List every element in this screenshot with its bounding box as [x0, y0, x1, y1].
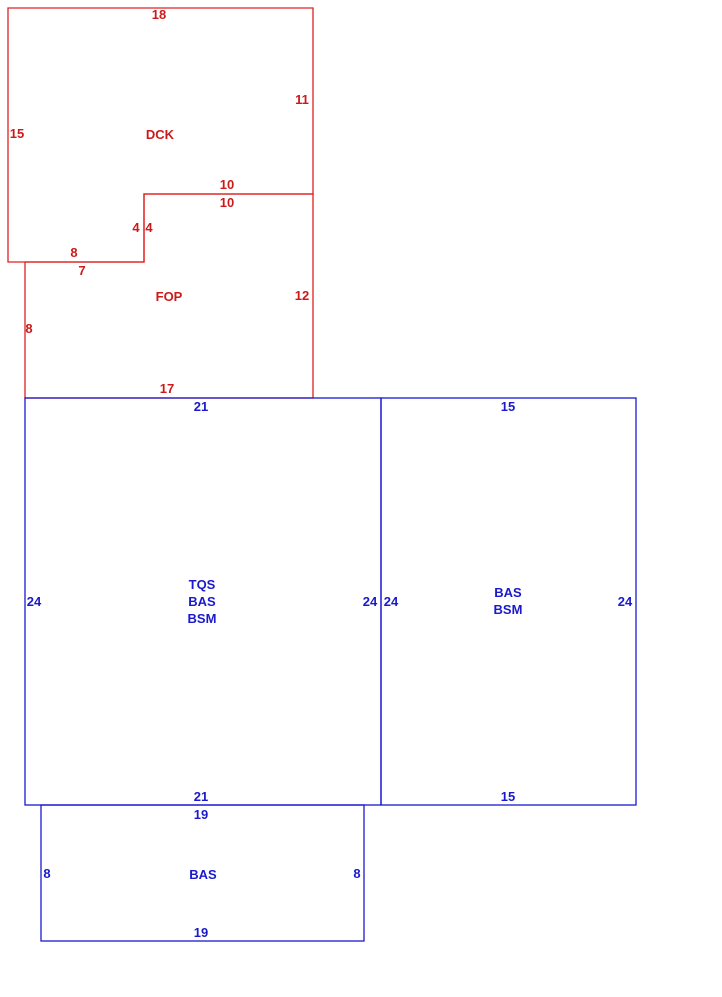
side-label-1: BAS [494, 585, 522, 600]
main-right-dim: 24 [363, 594, 378, 609]
dck-inner-bottom-dim: 10 [220, 177, 234, 192]
main-label-3: BSM [188, 611, 217, 626]
side-left-dim: 24 [384, 594, 399, 609]
main-bottom-dim: 21 [194, 789, 208, 804]
fop-label: FOP [156, 289, 183, 304]
lower-right-dim: 8 [353, 866, 360, 881]
dck-right-dim: 11 [295, 92, 309, 107]
fop-right-dim: 12 [295, 288, 309, 303]
main-top-dim: 21 [194, 399, 208, 414]
lower-left-dim: 8 [43, 866, 50, 881]
dck-top-dim: 18 [152, 7, 166, 22]
fop-left-dim: 8 [25, 321, 32, 336]
lower-label: BAS [189, 867, 217, 882]
lower-section-outline [40, 804, 365, 942]
dck-left-dim: 15 [10, 126, 24, 141]
main-label-1: TQS [189, 577, 216, 592]
side-label-2: BSM [494, 602, 523, 617]
fop-top-left-dim: 7 [78, 263, 85, 278]
side-section-outline [380, 397, 637, 806]
dck-label: DCK [146, 127, 175, 142]
dck-bottom-left-dim: 8 [70, 245, 77, 260]
side-top-dim: 15 [501, 399, 515, 414]
side-bottom-dim: 15 [501, 789, 515, 804]
dck-step-dim: 4 [132, 220, 140, 235]
main-left-dim: 24 [27, 594, 42, 609]
fop-top-dim: 10 [220, 195, 234, 210]
side-right-dim: 24 [618, 594, 633, 609]
fop-step-dim: 4 [145, 220, 153, 235]
lower-top-dim: 19 [194, 807, 208, 822]
main-label-2: BAS [188, 594, 216, 609]
fop-bottom-dim: 17 [160, 381, 174, 396]
lower-bottom-dim: 19 [194, 925, 208, 940]
